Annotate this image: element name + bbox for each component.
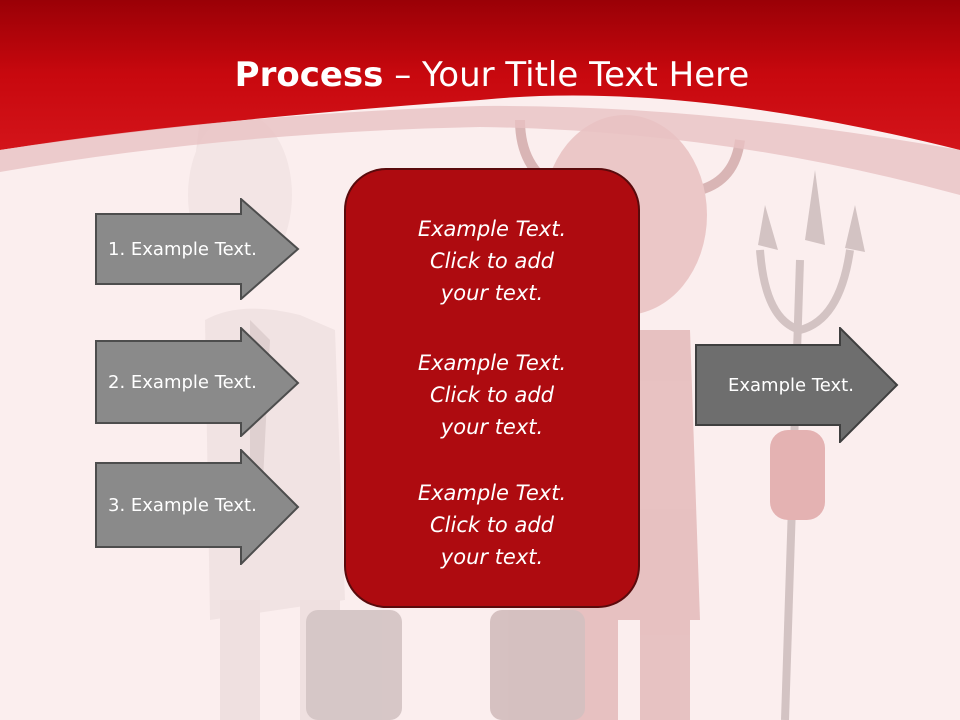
center-block-3: Example Text. Click to add your text. xyxy=(344,477,640,573)
center-block-1: Example Text. Click to add your text. xyxy=(344,213,640,309)
title-rest: Your Title Text Here xyxy=(422,55,750,95)
center-block-1-line-2: Click to add xyxy=(429,249,554,273)
center-block-2-line-2: Click to add xyxy=(429,383,554,407)
center-block-3-line-2: Click to add xyxy=(429,513,554,537)
header-band xyxy=(0,0,960,150)
center-text-box[interactable] xyxy=(344,168,640,608)
arrow-right-icon xyxy=(95,327,300,437)
title-bold: Process xyxy=(234,55,384,95)
center-block-2-line-3: your text. xyxy=(440,415,544,439)
arrow-shape-right[interactable]: Example Text. xyxy=(695,327,900,443)
arrow-1-label: 1. Example Text. xyxy=(108,238,257,260)
arrow-right-label: Example Text. xyxy=(728,374,854,396)
arrow-right-icon xyxy=(95,449,300,565)
title-dash: – xyxy=(383,55,423,95)
center-block-2-line-1: Example Text. xyxy=(417,351,567,375)
slide-title[interactable]: Process – Your Title Text Here xyxy=(0,52,960,98)
arrow-shape-2[interactable]: 2. Example Text. xyxy=(95,327,301,437)
arrow-3-label: 3. Example Text. xyxy=(108,494,257,516)
white-figure-illustration xyxy=(188,83,402,720)
arrow-2-label: 2. Example Text. xyxy=(108,371,257,393)
header-swoosh xyxy=(0,105,960,195)
center-block-3-line-3: your text. xyxy=(440,545,544,569)
arrow-shape-3[interactable]: 3. Example Text. xyxy=(95,449,301,565)
center-block-3-line-1: Example Text. xyxy=(417,481,567,505)
center-block-2: Example Text. Click to add your text. xyxy=(344,347,640,443)
arrow-right-icon xyxy=(695,327,899,443)
center-block-1-line-3: your text. xyxy=(440,281,544,305)
arrow-right-icon xyxy=(95,198,300,300)
arrow-shape-1[interactable]: 1. Example Text. xyxy=(95,198,301,300)
center-block-1-line-1: Example Text. xyxy=(417,217,567,241)
